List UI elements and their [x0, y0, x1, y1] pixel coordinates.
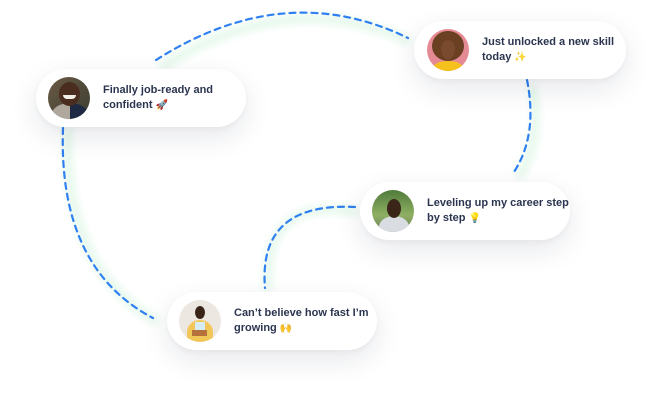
- dashed-connectors: [61, 11, 532, 320]
- testimonial-card-career-step: Leveling up my career step by step 💡: [360, 182, 570, 240]
- sparkles-icon: ✨: [514, 52, 527, 63]
- woman-yellow-jacket-avatar: [179, 300, 221, 342]
- message: Leveling up my career step by step: [427, 197, 569, 224]
- connector-skill-to-career: [512, 78, 532, 174]
- testimonial-text: Finally job-ready and confident 🚀: [103, 83, 246, 113]
- message: Finally job-ready and confident: [103, 84, 214, 111]
- message: Just unlocked a new skill today: [482, 36, 615, 63]
- testimonial-card-growing-fast: Can’t believe how fast I’m growing 🙌: [167, 292, 377, 350]
- raising-hands-icon: 🙌: [279, 323, 293, 334]
- man-smiling-avatar: [48, 77, 90, 119]
- light-bulb-icon: 💡: [468, 213, 482, 224]
- man-outdoors-avatar: [372, 190, 414, 232]
- connector-job-to-growing: [61, 126, 155, 320]
- message: Can’t believe how fast I’m growing: [234, 307, 369, 334]
- connector-job-to-skill: [154, 11, 410, 62]
- testimonial-text: Can’t believe how fast I’m growing 🙌: [234, 306, 377, 336]
- rocket-icon: 🚀: [155, 100, 169, 111]
- testimonial-text: Leveling up my career step by step 💡: [427, 196, 570, 226]
- connector-career-to-growing: [263, 205, 357, 290]
- testimonial-text: Just unlocked a new skill today ✨: [482, 35, 626, 65]
- testimonial-card-job-ready: Finally job-ready and confident 🚀: [36, 69, 246, 127]
- woman-curly-hair-avatar: [427, 29, 469, 71]
- testimonial-card-new-skill: Just unlocked a new skill today ✨: [414, 21, 626, 79]
